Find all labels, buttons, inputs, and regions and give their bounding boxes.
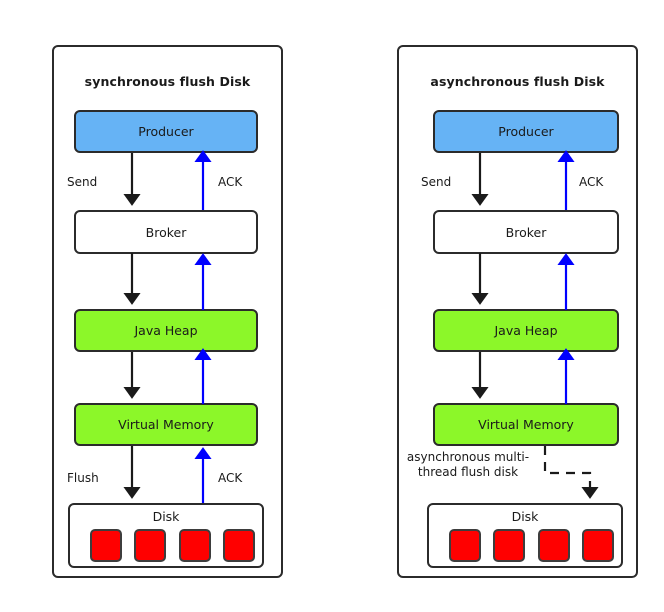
disk-cell bbox=[90, 529, 122, 562]
node-label: Producer bbox=[498, 124, 554, 139]
disk-cell bbox=[449, 529, 481, 562]
disk-cell bbox=[134, 529, 166, 562]
node-label: Broker bbox=[505, 224, 547, 240]
node-virtual-memory-async[interactable]: Virtual Memory bbox=[433, 403, 619, 446]
edge-label-ack-top-sync: ACK bbox=[218, 175, 243, 189]
node-label: Java Heap bbox=[134, 323, 198, 338]
node-label: Virtual Memory bbox=[478, 417, 574, 432]
node-disk-async[interactable]: Disk bbox=[427, 503, 623, 568]
edge-label-ack-top-async: ACK bbox=[579, 175, 604, 189]
disk-cell bbox=[538, 529, 570, 562]
panel-synchronous: synchronous flush Disk Producer Broker J… bbox=[52, 45, 283, 578]
disk-cell bbox=[493, 529, 525, 562]
edge-label-ack-bottom-sync: ACK bbox=[218, 471, 243, 485]
node-producer-sync[interactable]: Producer bbox=[74, 110, 258, 153]
node-broker-sync[interactable]: Broker bbox=[74, 210, 258, 254]
disk-label: Disk bbox=[152, 509, 180, 524]
node-disk-sync[interactable]: Disk bbox=[68, 503, 264, 568]
disk-cell bbox=[179, 529, 211, 562]
node-label: Producer bbox=[138, 124, 194, 139]
panel-title-synchronous: synchronous flush Disk bbox=[84, 74, 251, 89]
edge-label-flush-sync: Flush bbox=[67, 471, 99, 485]
disk-cell bbox=[223, 529, 255, 562]
node-broker-async[interactable]: Broker bbox=[433, 210, 619, 254]
node-producer-async[interactable]: Producer bbox=[433, 110, 619, 153]
node-label: Virtual Memory bbox=[118, 417, 214, 432]
edge-label-send-sync: Send bbox=[67, 175, 98, 189]
disk-cell bbox=[582, 529, 614, 562]
node-virtual-memory-sync[interactable]: Virtual Memory bbox=[74, 403, 258, 446]
panel-asynchronous: asynchronous flush Disk Producer Broker … bbox=[397, 45, 638, 578]
edge-label-send-async: Send bbox=[421, 175, 452, 189]
panel-title-asynchronous: asynchronous flush Disk bbox=[430, 74, 605, 89]
node-java-heap-async[interactable]: Java Heap bbox=[433, 309, 619, 352]
node-label: Java Heap bbox=[494, 323, 558, 338]
edge-label-async-flush: asynchronous multi-thread flush disk bbox=[406, 450, 530, 479]
node-label: Broker bbox=[145, 224, 187, 240]
disk-label: Disk bbox=[511, 509, 539, 524]
node-java-heap-sync[interactable]: Java Heap bbox=[74, 309, 258, 352]
